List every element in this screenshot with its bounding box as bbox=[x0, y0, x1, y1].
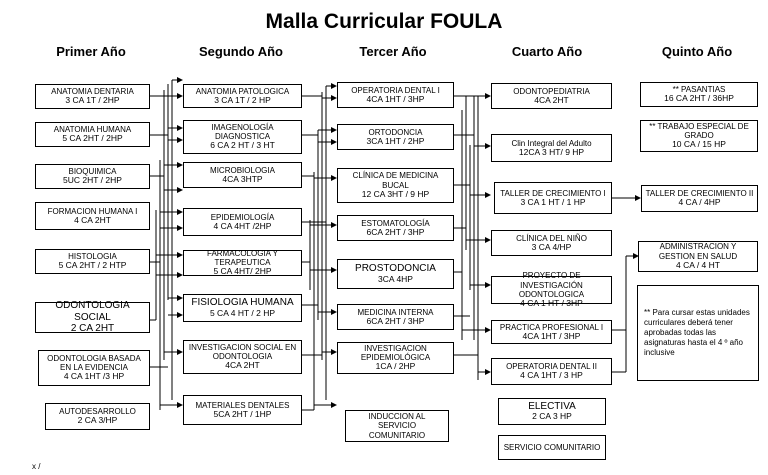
year-header-3: Tercer Año bbox=[359, 44, 427, 59]
course-induccion-servicio-comunitario: INDUCCION AL SERVICIO COMUNITARIO bbox=[345, 410, 449, 442]
year-header-1: Primer Año bbox=[56, 44, 126, 59]
course-servicio-comunitario: SERVICIO COMUNITARIO bbox=[498, 435, 606, 460]
year-header-2: Segundo Año bbox=[198, 44, 283, 59]
year-header-5: Quinto Año bbox=[661, 44, 733, 59]
prerequisite-note: ** Para cursar estas unidades curricular… bbox=[637, 285, 759, 381]
year-header-4: Cuarto Año bbox=[511, 44, 583, 59]
page-title: Malla Curricular FOULA bbox=[265, 10, 503, 33]
footer-mark: x / bbox=[32, 462, 41, 471]
